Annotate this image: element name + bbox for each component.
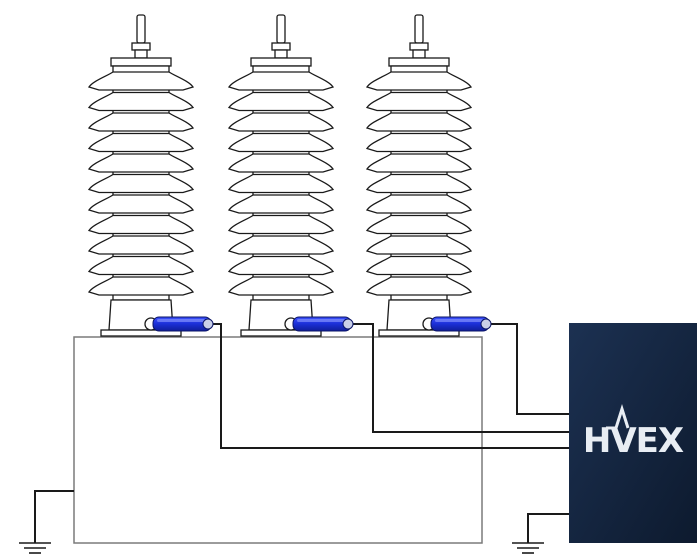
terminal-stud <box>136 14 146 44</box>
bushing-cap <box>250 57 312 67</box>
insulator-shed <box>87 276 195 296</box>
insulator-shed <box>365 255 473 276</box>
signal-wire-1 <box>213 323 569 449</box>
sensor-2 <box>284 316 354 332</box>
terminal-nut <box>409 42 429 51</box>
bushing-cap <box>388 57 450 67</box>
insulator-shed <box>227 194 335 214</box>
insulator-shed <box>87 153 195 173</box>
bushing-flange <box>100 329 182 337</box>
sensor-cap <box>202 318 214 330</box>
signal-wire-3 <box>491 323 569 415</box>
insulator-shed <box>365 132 473 153</box>
insulator-shed <box>365 112 473 132</box>
terminal-washer <box>274 49 288 59</box>
insulator-shed <box>87 71 195 91</box>
insulator-shed <box>227 91 335 112</box>
insulator-shed <box>87 235 195 255</box>
signal-wire-2 <box>353 323 569 433</box>
insulator-shed <box>87 91 195 112</box>
terminal-stud <box>414 14 424 44</box>
sensor-cap <box>480 318 492 330</box>
insulator-shed <box>227 235 335 255</box>
insulator-shed <box>365 214 473 235</box>
insulator-shed <box>87 214 195 235</box>
insulator-shed <box>227 132 335 153</box>
insulator-shed <box>227 153 335 173</box>
bushing-cap <box>110 57 172 67</box>
transformer-tank <box>73 336 483 544</box>
insulator-shed <box>227 276 335 296</box>
insulator-shed <box>365 276 473 296</box>
terminal-washer <box>134 49 148 59</box>
ground-connections <box>19 490 569 554</box>
brand-logo-text: HVEX <box>583 421 684 461</box>
bushing-2 <box>227 14 354 337</box>
instrument-ground-wire <box>527 513 569 543</box>
insulator-shed <box>365 173 473 194</box>
instrument-panel <box>569 323 697 543</box>
bushing-3 <box>365 14 492 337</box>
bushing-flange <box>240 329 322 337</box>
hvex-instrument: HVEX <box>569 323 697 543</box>
insulator-shed <box>87 112 195 132</box>
sensor-highlight <box>157 319 205 322</box>
sensor-highlight <box>297 319 345 322</box>
insulator-shed <box>365 71 473 91</box>
ground-instrument-symbol <box>512 542 544 554</box>
terminal-nut <box>271 42 291 51</box>
sensor-3 <box>422 316 492 332</box>
terminal-washer <box>412 49 426 59</box>
terminal-stud <box>276 14 286 44</box>
insulator-shed <box>227 173 335 194</box>
bushing-group <box>87 14 492 337</box>
brand-logo-mark <box>606 404 630 430</box>
insulator-shed <box>227 112 335 132</box>
insulator-shed <box>227 255 335 276</box>
sensor-highlight <box>435 319 483 322</box>
signal-wires <box>213 323 569 449</box>
insulator-shed <box>365 235 473 255</box>
insulator-shed <box>87 173 195 194</box>
insulator-shed <box>365 91 473 112</box>
bushing-flange <box>378 329 460 337</box>
insulator-shed <box>87 194 195 214</box>
insulator-shed <box>365 153 473 173</box>
tank-ground-wire <box>34 490 74 543</box>
insulator-shed <box>227 214 335 235</box>
insulator-shed <box>365 194 473 214</box>
insulator-shed <box>87 132 195 153</box>
bushing-1 <box>87 14 214 337</box>
ground-tank-symbol <box>19 542 51 554</box>
insulator-shed <box>227 71 335 91</box>
insulator-shed <box>87 255 195 276</box>
terminal-nut <box>131 42 151 51</box>
sensor-1 <box>144 316 214 332</box>
sensor-cap <box>342 318 354 330</box>
